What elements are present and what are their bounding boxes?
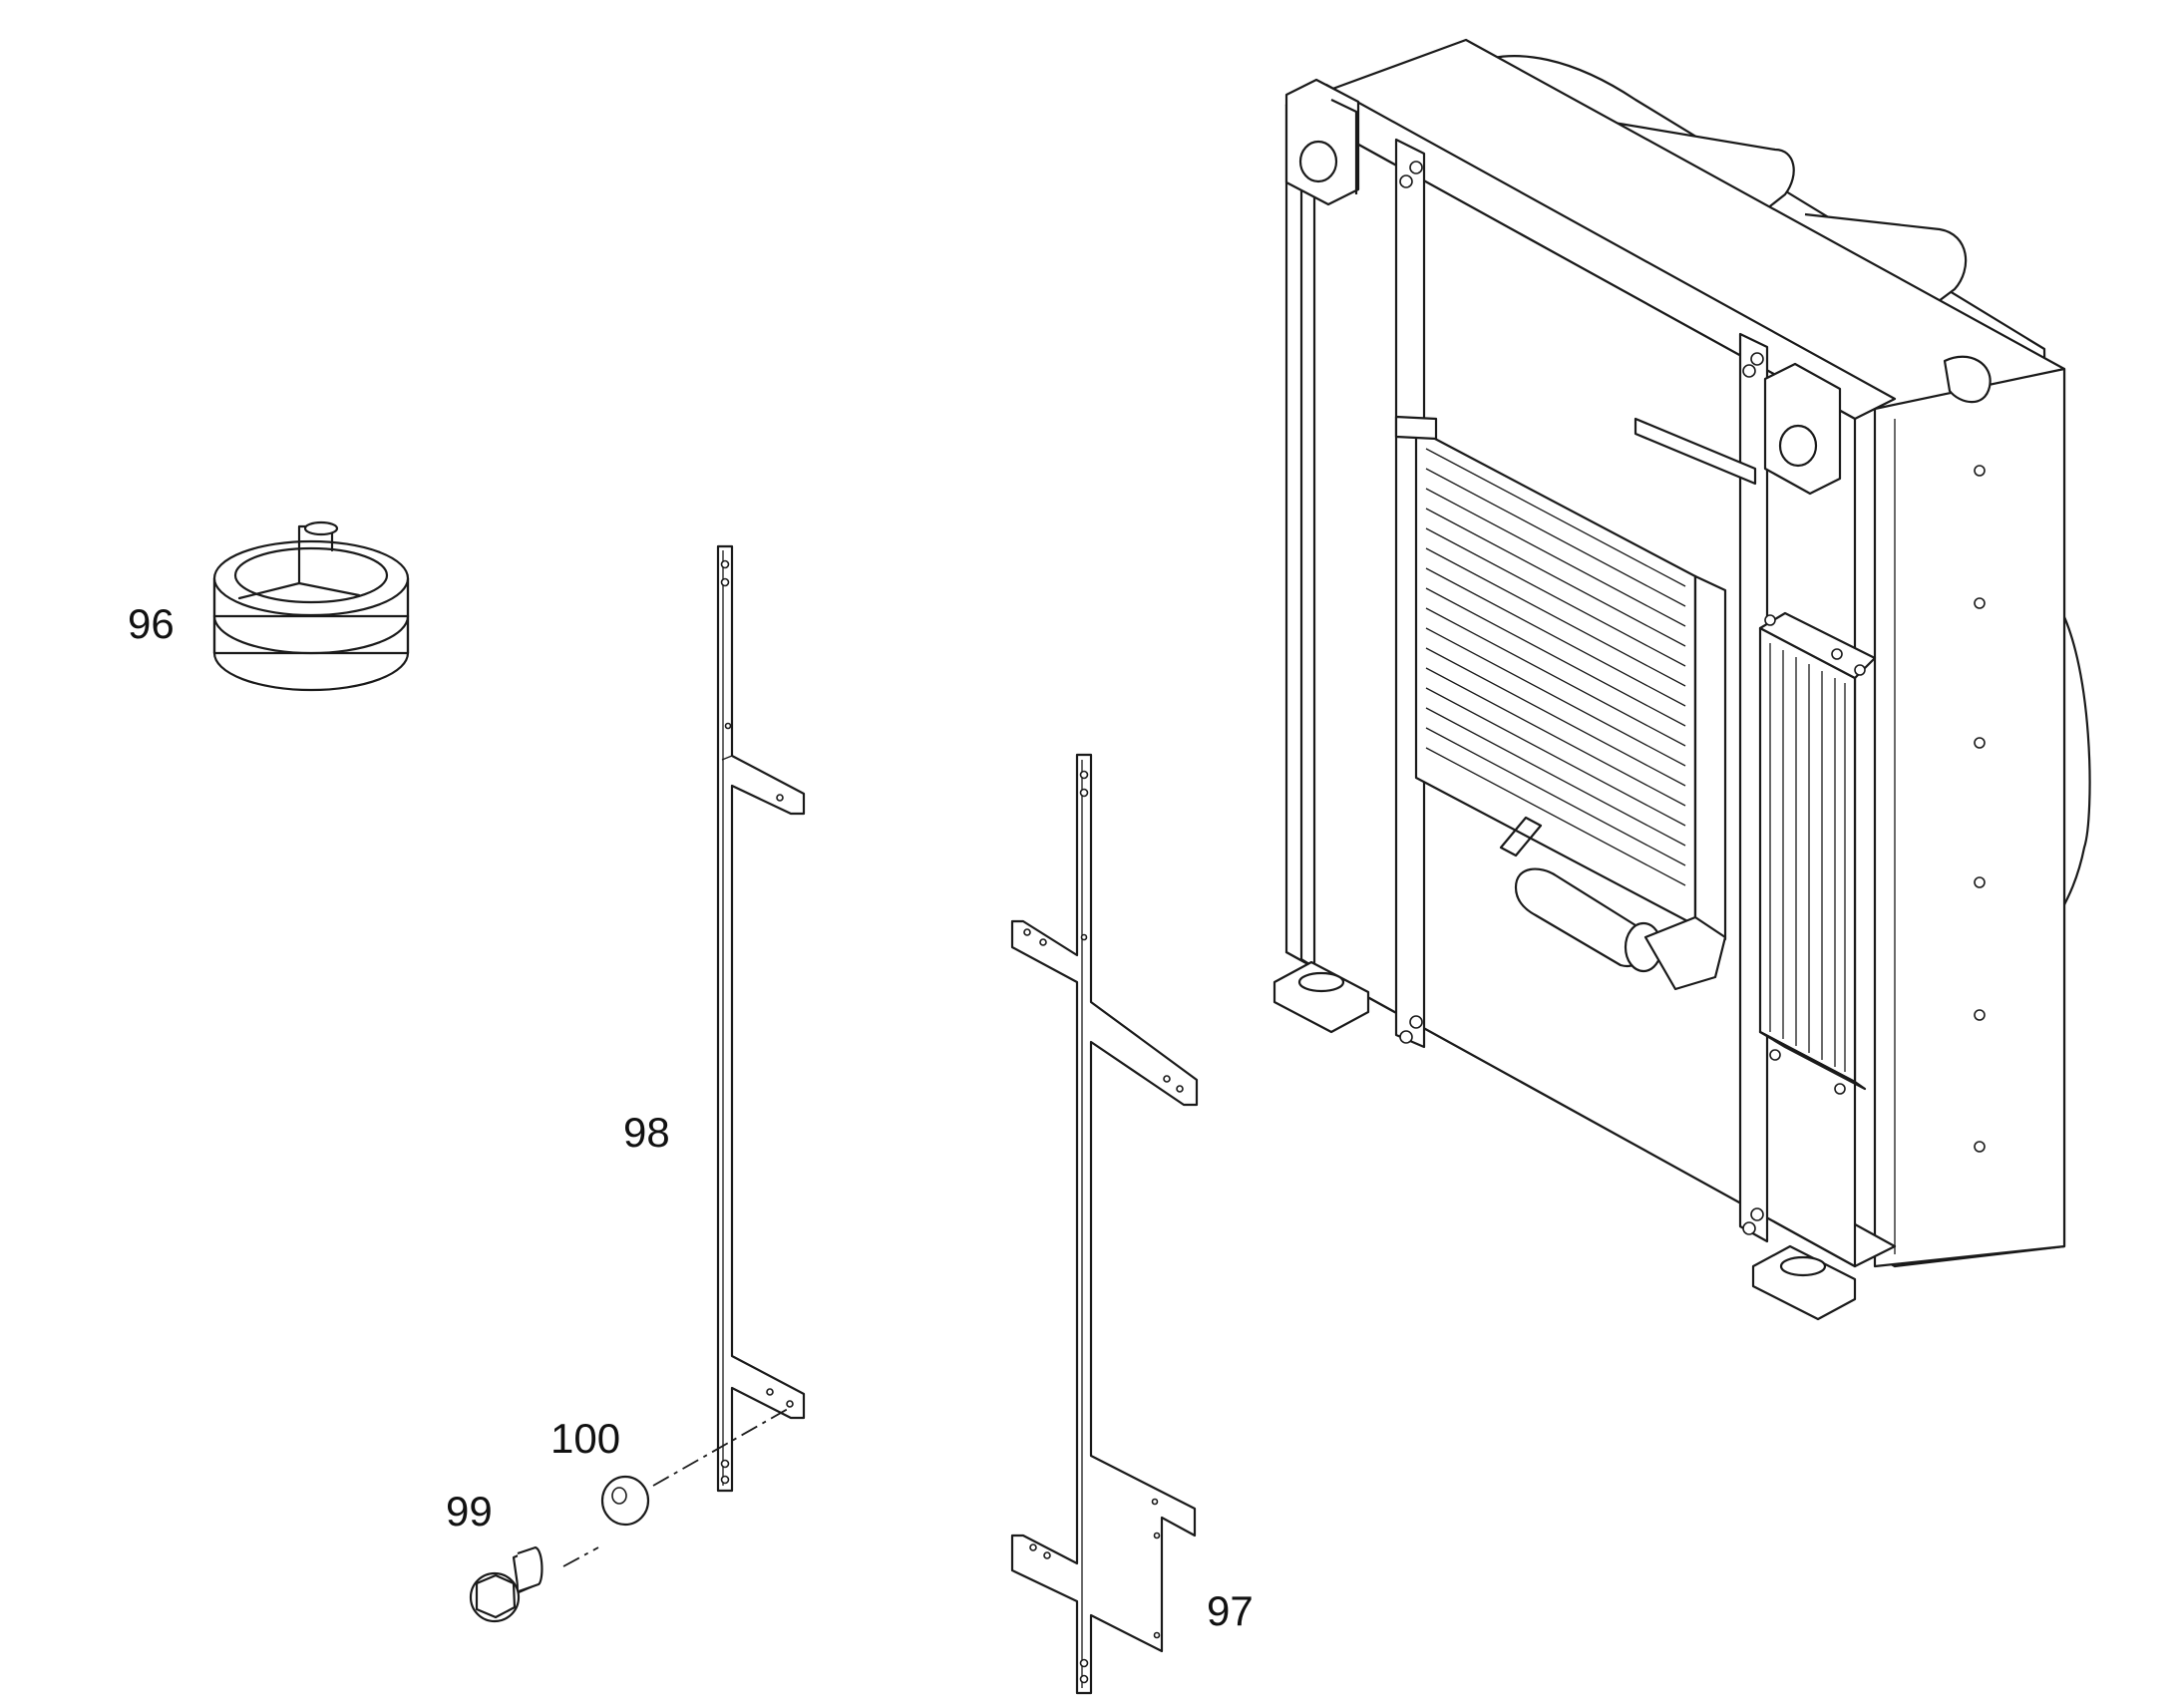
callout-97: 97 — [1207, 1587, 1254, 1634]
part-97-bracket — [1010, 753, 1199, 1695]
callout-100: 100 — [550, 1415, 620, 1462]
part-96-grommet — [212, 520, 410, 692]
part-99-bolt — [469, 1545, 544, 1623]
part-100-washer — [600, 1475, 650, 1527]
part-98-bracket — [716, 544, 806, 1493]
assembly-centerline — [562, 1408, 789, 1567]
radiator-assembly — [1272, 38, 2091, 1321]
callout-98: 98 — [623, 1109, 670, 1156]
callout-96: 96 — [128, 600, 175, 647]
callout-99: 99 — [446, 1488, 493, 1535]
